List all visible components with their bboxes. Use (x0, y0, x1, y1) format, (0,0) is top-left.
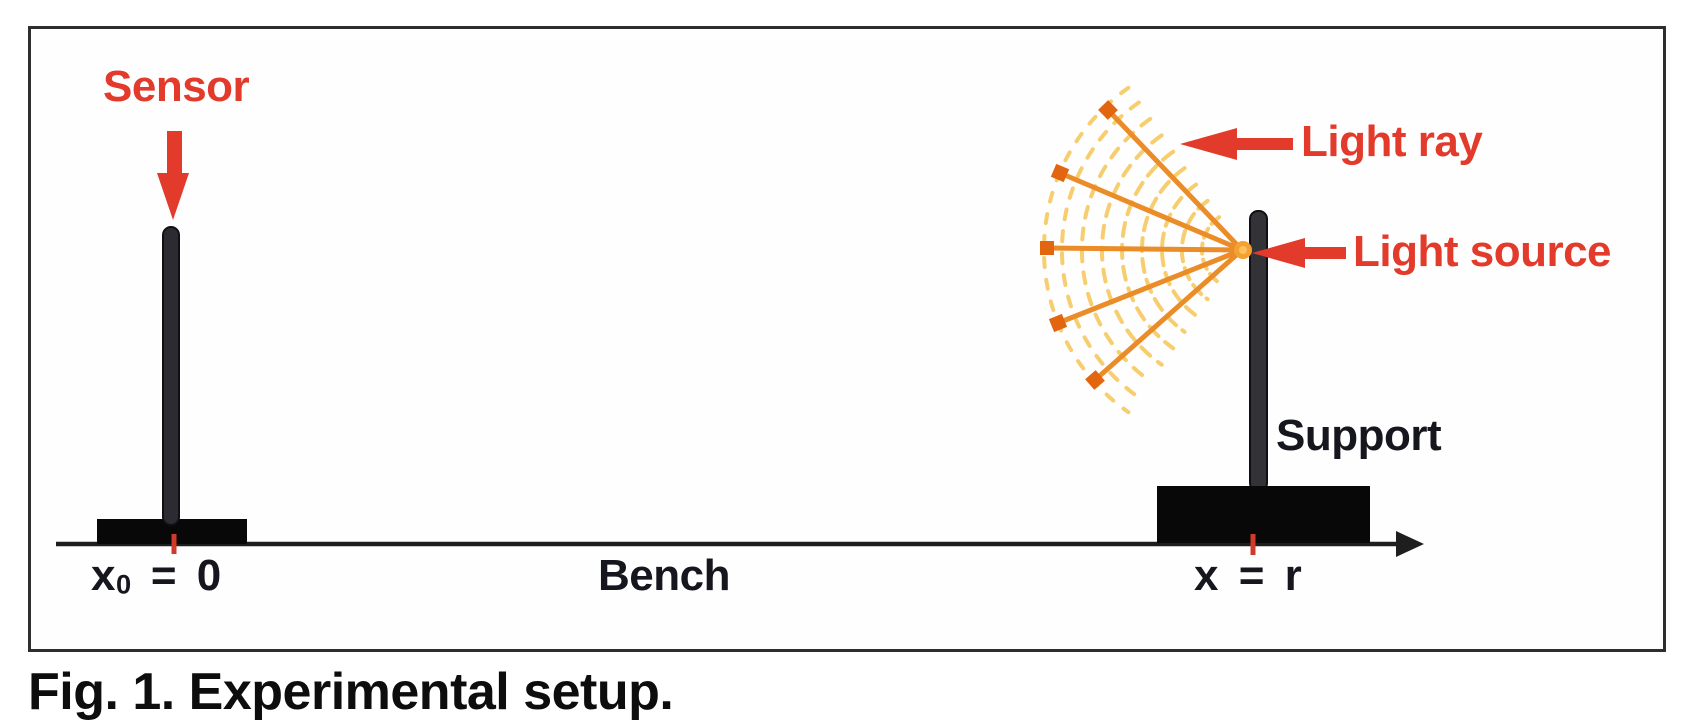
x0-rest: = 0 (131, 551, 222, 600)
bench-line (56, 531, 1424, 557)
light-ray-line (1046, 245, 1243, 253)
light-source-arrow-shaft (1298, 247, 1346, 259)
light-ray-endpoints (1040, 100, 1118, 390)
light-ray-arrow-head (1180, 128, 1237, 160)
light-source-arrow-icon (1252, 238, 1346, 268)
sensor-label: Sensor (103, 62, 250, 111)
figure-border (28, 26, 1666, 652)
light-source-dot-core (1239, 246, 1247, 254)
light-source-label: Light source (1353, 227, 1612, 276)
light-ray-line (1106, 108, 1244, 252)
light-ray-line (1059, 170, 1243, 253)
ray-endpoint (1048, 313, 1068, 333)
light-ray-arrow-shaft (1230, 138, 1293, 150)
ray-endpoint (1040, 241, 1054, 255)
support-base (1157, 486, 1370, 543)
sensor-rod (162, 226, 180, 526)
light-ray-line (1093, 248, 1244, 382)
light-ray-label: Light ray (1301, 117, 1483, 166)
sensor-arrow-head (157, 173, 189, 220)
sensor-pointer-arrow-icon (157, 131, 189, 220)
bench-label: Bench (598, 551, 730, 600)
light-ray-line (1057, 247, 1243, 326)
ray-endpoint (1085, 370, 1105, 390)
support-label: Support (1276, 411, 1442, 460)
x0-base: x (91, 551, 116, 600)
x0-subscript: 0 (115, 568, 132, 600)
figure-caption: Fig. 1. Experimental setup. (28, 663, 674, 721)
ray-endpoint (1098, 100, 1118, 120)
light-ray-arrow-icon (1180, 128, 1293, 160)
light-source-arrow-head (1252, 238, 1305, 268)
ray-endpoint (1050, 163, 1070, 183)
sensor-arrow-shaft (167, 131, 182, 176)
light-rays (1046, 108, 1244, 382)
bench-arrowhead-icon (1396, 531, 1424, 557)
wavefront-arc (1060, 100, 1141, 400)
origin-position-label: x0 = 0 (91, 554, 222, 598)
source-position-label: x = r (1194, 551, 1303, 600)
